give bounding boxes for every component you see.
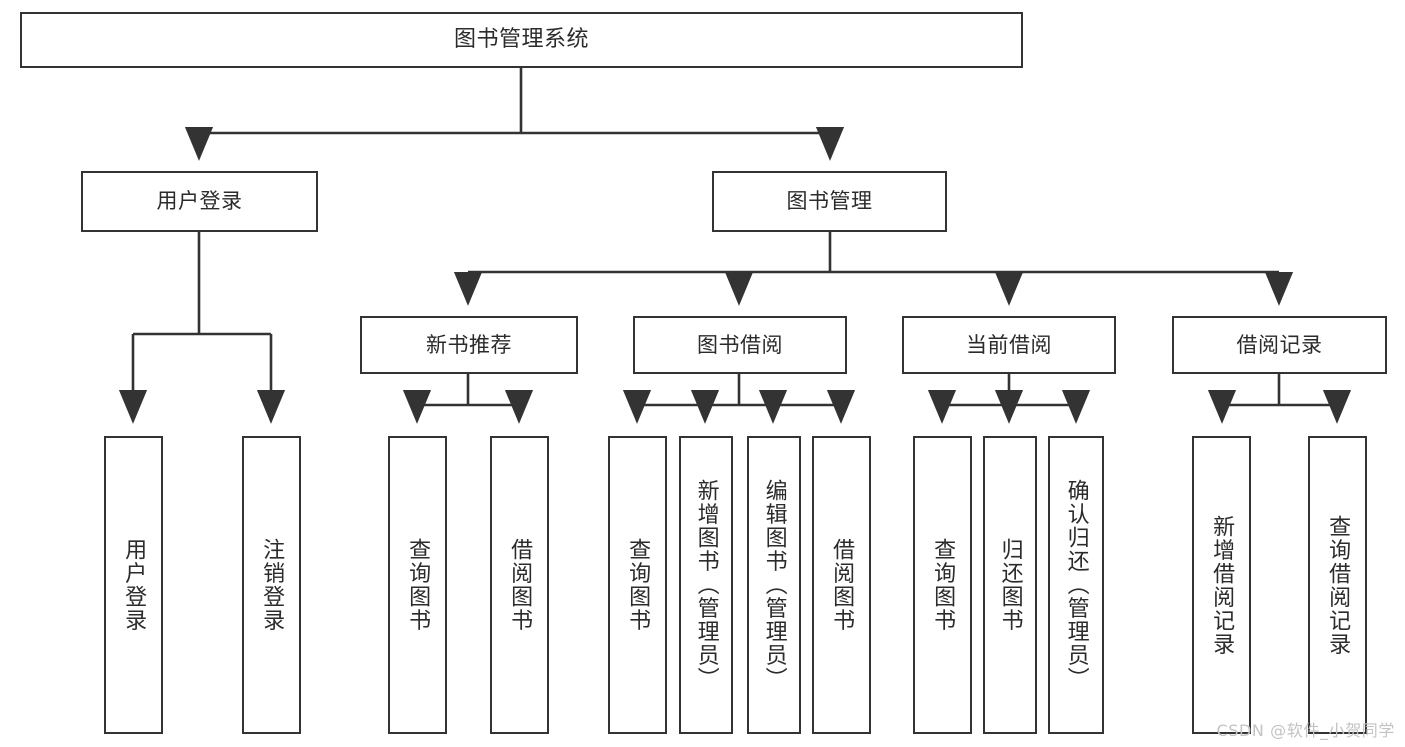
- node-leaf-confirm-return[interactable]: 确认归还（管理员）: [1048, 436, 1104, 734]
- node-leaf-query-record[interactable]: 查询借阅记录: [1308, 436, 1367, 734]
- node-label: 确认归还（管理员）: [1063, 479, 1089, 691]
- node-label: 新增图书（管理员）: [693, 479, 719, 691]
- node-borrow-record[interactable]: 借阅记录: [1172, 316, 1387, 374]
- node-label: 归还图书: [997, 538, 1023, 632]
- node-label: 用户登录: [121, 538, 147, 632]
- node-current-borrow[interactable]: 当前借阅: [902, 316, 1116, 374]
- node-leaf-query-book-1[interactable]: 查询图书: [388, 436, 447, 734]
- node-book-management[interactable]: 图书管理: [712, 171, 947, 232]
- node-leaf-edit-book[interactable]: 编辑图书（管理员）: [747, 436, 801, 734]
- node-label: 图书管理: [786, 189, 873, 214]
- node-label: 查询图书: [930, 538, 956, 632]
- node-label: 当前借阅: [966, 332, 1052, 357]
- node-label: 查询借阅记录: [1325, 514, 1351, 656]
- node-leaf-return-book[interactable]: 归还图书: [983, 436, 1037, 734]
- node-leaf-query-book-2[interactable]: 查询图书: [608, 436, 667, 734]
- node-label: 图书借阅: [697, 332, 783, 357]
- node-label: 查询图书: [405, 538, 431, 632]
- node-leaf-query-book-3[interactable]: 查询图书: [913, 436, 972, 734]
- csdn-watermark: CSDN @软件_小贺同学: [1216, 721, 1395, 740]
- node-label: 新书推荐: [426, 332, 512, 357]
- node-leaf-user-login[interactable]: 用户登录: [104, 436, 163, 734]
- node-root-system[interactable]: 图书管理系统: [20, 12, 1023, 68]
- node-leaf-borrow-book-2[interactable]: 借阅图书: [812, 436, 871, 734]
- node-new-book-recommend[interactable]: 新书推荐: [360, 316, 578, 374]
- node-label: 借阅图书: [507, 538, 533, 632]
- node-label: 借阅图书: [829, 538, 855, 632]
- node-label: 用户登录: [156, 189, 243, 214]
- node-user-login[interactable]: 用户登录: [81, 171, 318, 232]
- node-label: 编辑图书（管理员）: [761, 479, 787, 691]
- node-label: 图书管理系统: [453, 27, 589, 53]
- node-label: 借阅记录: [1236, 332, 1323, 357]
- node-leaf-add-record[interactable]: 新增借阅记录: [1192, 436, 1251, 734]
- node-label: 查询图书: [625, 538, 651, 632]
- node-label: 注销登录: [259, 538, 285, 632]
- node-leaf-add-book[interactable]: 新增图书（管理员）: [679, 436, 733, 734]
- node-label: 新增借阅记录: [1209, 514, 1235, 656]
- node-book-borrow[interactable]: 图书借阅: [633, 316, 847, 374]
- node-leaf-borrow-book-1[interactable]: 借阅图书: [490, 436, 549, 734]
- node-leaf-user-logout[interactable]: 注销登录: [242, 436, 301, 734]
